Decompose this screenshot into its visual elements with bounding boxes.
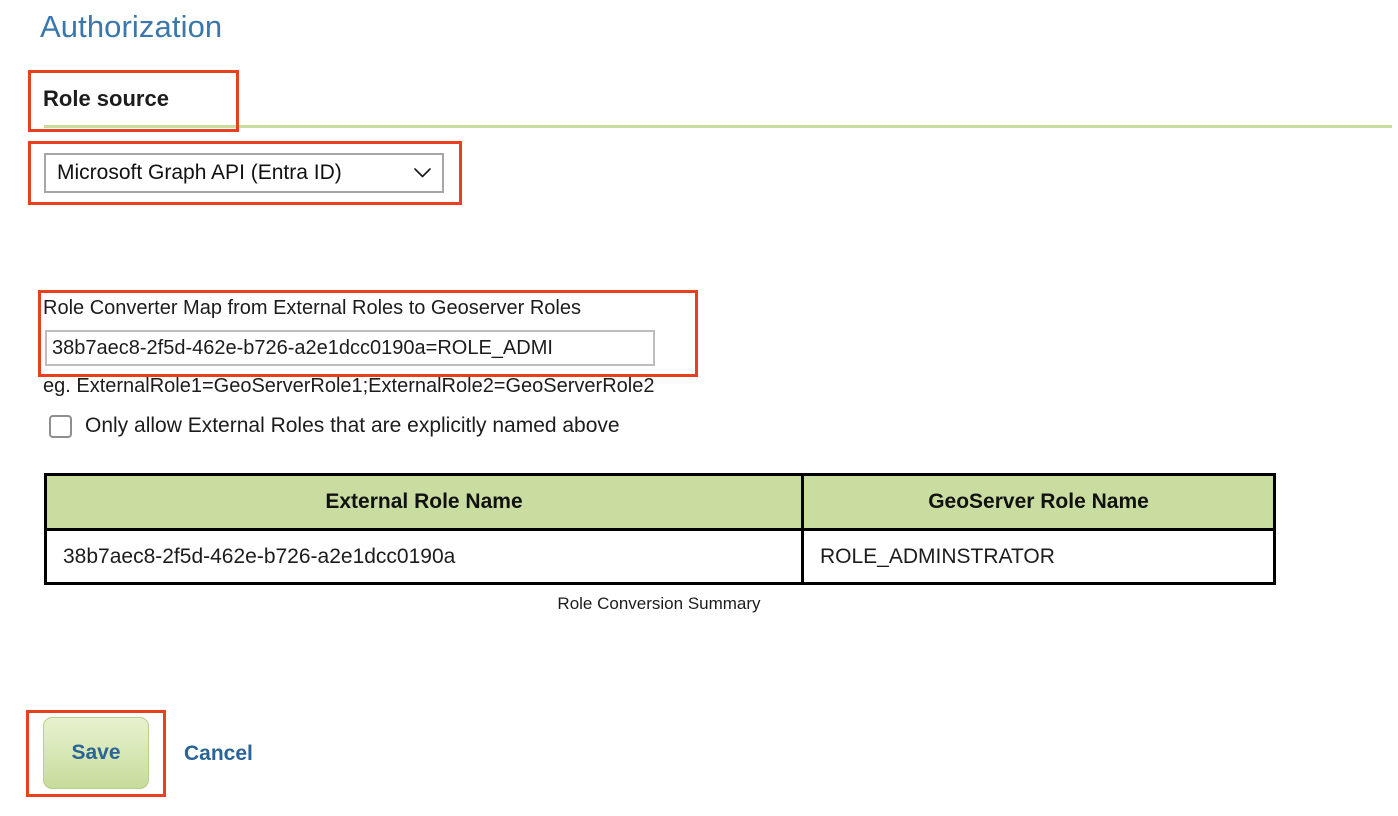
save-button[interactable]: Save [43, 717, 149, 789]
only-allow-external-roles-label: Only allow External Roles that are expli… [85, 414, 620, 437]
role-source-heading: Role source [43, 86, 169, 111]
cancel-button[interactable]: Cancel [184, 742, 253, 765]
role-converter-map-input[interactable] [45, 330, 655, 366]
role-conversion-table-caption: Role Conversion Summary [557, 594, 761, 613]
role-converter-map-hint: eg. ExternalRole1=GeoServerRole1;Externa… [43, 375, 655, 397]
role-source-selected-value: Microsoft Graph API (Entra ID) [57, 161, 342, 184]
section-divider [44, 125, 1392, 128]
only-allow-external-roles-row[interactable]: Only allow External Roles that are expli… [49, 412, 620, 440]
column-header-external-role-name: External Role Name [44, 473, 804, 531]
table-header-row: External Role Name GeoServer Role Name [44, 473, 1276, 531]
table-row: 38b7aec8-2f5d-462e-b726-a2e1dcc0190a ROL… [44, 528, 1276, 585]
role-conversion-table: External Role Name GeoServer Role Name 3… [44, 473, 1276, 585]
cell-external-role-name: 38b7aec8-2f5d-462e-b726-a2e1dcc0190a [44, 528, 804, 585]
cell-geoserver-role-name: ROLE_ADMINSTRATOR [801, 528, 1276, 585]
role-source-select[interactable]: Microsoft Graph API (Entra ID) [44, 153, 444, 193]
role-converter-map-label: Role Converter Map from External Roles t… [43, 297, 581, 319]
only-allow-external-roles-checkbox[interactable] [49, 414, 72, 438]
column-header-geoserver-role-name: GeoServer Role Name [801, 473, 1276, 531]
chevron-down-icon [414, 168, 431, 178]
page-title: Authorization [40, 9, 223, 44]
